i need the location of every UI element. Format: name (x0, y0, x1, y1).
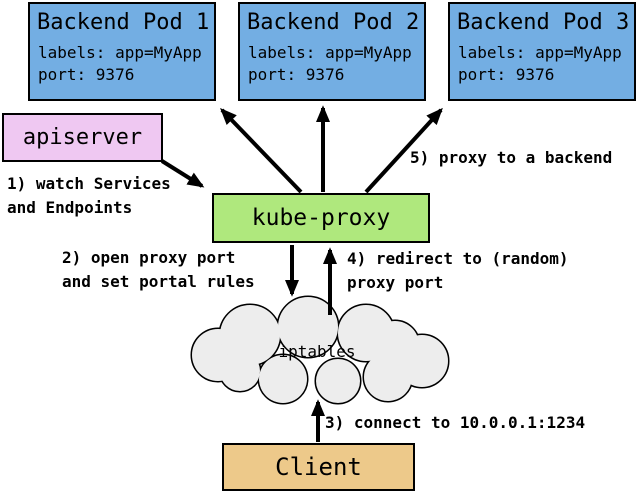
apiserver-label: apiserver (22, 125, 143, 150)
kube-proxy-label: kube-proxy (251, 205, 391, 231)
arrow-watch-apiserver-to-kubeproxy (160, 159, 205, 188)
pod-title: Backend Pod 2 (247, 10, 420, 35)
pod-title: Backend Pod 1 (37, 10, 210, 35)
arrow-proxy-to-pod1 (220, 107, 303, 194)
client-label: Client (275, 453, 362, 481)
pod-port: port: 9376 (248, 65, 345, 84)
kube-proxy-node: kube-proxy (212, 193, 430, 243)
backend-pod-1: Backend Pod 1 labels: app=MyApp port: 93… (28, 2, 216, 101)
pod-labels: labels: app=MyApp (248, 43, 412, 62)
pod-port: port: 9376 (38, 65, 135, 84)
iptables-cloud: iptables (190, 295, 450, 405)
backend-pod-3: Backend Pod 3 labels: app=MyApp port: 93… (448, 2, 636, 101)
step-1-watch-services-label: 1) watch Services and Endpoints (7, 174, 171, 217)
pod-labels: labels: app=MyApp (458, 43, 622, 62)
step-4-redirect-label: 4) redirect to (random) proxy port (347, 249, 569, 292)
arrow-proxy-to-pod3 (364, 107, 443, 194)
client-node: Client (222, 443, 415, 491)
iptables-label: iptables (278, 342, 355, 361)
cloud-outline (190, 295, 450, 405)
step-3-connect-label: 3) connect to 10.0.0.1:1234 (325, 413, 586, 432)
step-5-proxy-backend-label: 5) proxy to a backend (410, 148, 613, 167)
pod-port: port: 9376 (458, 65, 555, 84)
pod-title: Backend Pod 3 (457, 10, 630, 35)
apiserver-node: apiserver (2, 113, 163, 162)
pod-labels: labels: app=MyApp (38, 43, 202, 62)
step-2-open-proxy-port-label: 2) open proxy port and set portal rules (62, 248, 255, 291)
backend-pod-2: Backend Pod 2 labels: app=MyApp port: 93… (238, 2, 426, 101)
